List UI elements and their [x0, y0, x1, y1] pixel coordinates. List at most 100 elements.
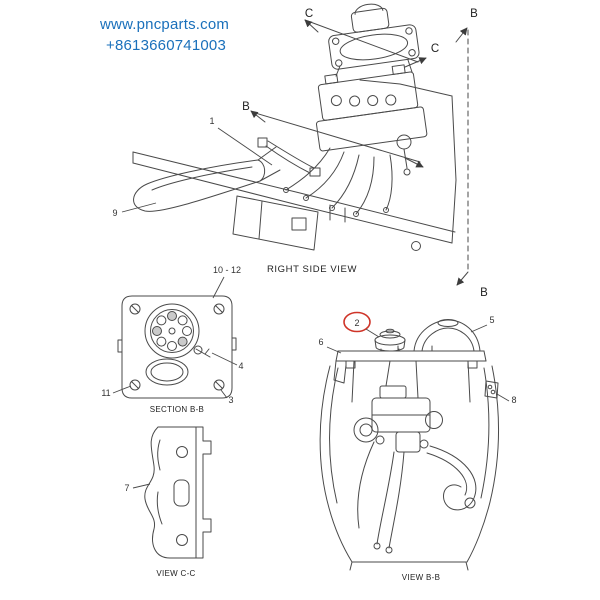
callout-item-2: 2 [354, 318, 359, 328]
callout-item-4: 4 [238, 361, 243, 371]
harness-wire-2 [267, 140, 315, 169]
mount-plate-outline [121, 295, 233, 399]
deck-hole [411, 241, 421, 251]
leader-item-6 [326, 346, 342, 354]
view-bb-hoses [357, 441, 477, 554]
view-arrow-b-bottom [456, 271, 469, 286]
leader-item-9 [121, 202, 157, 213]
main-view-label: RIGHT SIDE VIEW [267, 264, 357, 275]
deck-edge-line [132, 151, 456, 233]
leader-item-11 [112, 385, 132, 394]
callout-item-5: 5 [489, 315, 494, 325]
body-leg-left [349, 561, 353, 571]
leader-item-8 [496, 393, 510, 402]
frame-left [351, 360, 355, 403]
watermark-phone: +8613660741003 [106, 37, 227, 54]
watermark: www.pncparts.com +8613660741003 [100, 14, 229, 56]
body-leg-right [465, 561, 469, 571]
dome-outline [413, 319, 481, 352]
section-lines: C C B B B [242, 8, 488, 299]
plate-left-cap [335, 350, 339, 362]
boom-link-1 [257, 146, 277, 161]
gasket-ellipse-outer [145, 358, 189, 386]
callout-item-3: 3 [228, 395, 233, 405]
pump-assembly [353, 385, 443, 453]
boom-arm-endcap [257, 159, 266, 182]
view-arrow-b-top [455, 27, 468, 43]
leader-item-7 [132, 483, 151, 489]
plate-right-cap [483, 350, 487, 362]
boom-link-2 [259, 169, 281, 182]
panel-box [232, 195, 319, 251]
filler-cap [374, 328, 406, 352]
panel-detail [291, 217, 307, 231]
body-right-edge [451, 95, 457, 244]
body-right-inner [480, 367, 490, 499]
plate-bolt-left [345, 360, 356, 369]
hose-bundle [283, 147, 393, 217]
frame-strap-1 [385, 360, 391, 387]
marker-b-top-right: B [470, 8, 478, 20]
lever-detail [193, 345, 211, 358]
section-arrow-c-right [404, 57, 427, 68]
dome-cap [437, 319, 459, 327]
leader-item-5 [470, 324, 488, 333]
body-right-outer [466, 365, 500, 563]
leader-item-2 [365, 328, 380, 338]
view-cc-label: VIEW C-C [156, 569, 195, 578]
view-bb-callouts: 2 5 6 8 VIEW B-B [318, 311, 517, 582]
bracket-right-bolt-1 [487, 384, 493, 390]
section-arrow-b-right [404, 157, 424, 168]
section-arrow-b-left [250, 110, 266, 123]
callout-item-11: 11 [101, 388, 110, 398]
leader-item-3 [220, 389, 228, 399]
body-top-edge [359, 79, 453, 97]
section-line-bb [251, 111, 421, 163]
bracket-left [333, 360, 347, 384]
callout-item-1: 1 [209, 116, 214, 126]
flange-join-1 [335, 65, 341, 77]
view-cc-drawing [144, 426, 212, 559]
bracket-hole-bottom [176, 534, 188, 546]
bracket-outline [144, 426, 212, 559]
main-view-callouts: 1 9 RIGHT SIDE VIEW [112, 116, 357, 275]
bolt-ring [152, 311, 192, 351]
callout-item-8: 8 [511, 395, 516, 405]
marker-c-top: C [305, 8, 313, 20]
frame-strap-2 [415, 360, 419, 399]
flange-circle-outer [144, 303, 200, 359]
callout-item-6: 6 [318, 337, 323, 347]
bracket-hole-top [176, 446, 188, 458]
leader-range-10-12 [212, 276, 225, 299]
plate-bolt-right [467, 360, 478, 369]
panel-divider [258, 200, 263, 240]
section-bb-drawing [117, 295, 237, 399]
harness-connector-1 [257, 137, 268, 148]
main-view-drawing [132, 3, 457, 251]
right-fitting [396, 134, 412, 150]
body-left-outer [319, 365, 353, 563]
dome-inner [421, 327, 475, 352]
callout-range-10-12: 10 - 12 [213, 265, 241, 275]
section-bb-callouts: 10 - 12 11 4 3 SECTION B-B [101, 265, 243, 414]
callout-item-7: 7 [124, 483, 129, 493]
watermark-url: www.pncparts.com [100, 16, 230, 33]
view-cc-callouts: 7 VIEW C-C [124, 483, 195, 578]
deck-lower-line [132, 162, 453, 244]
marker-b-bottom-right: B [480, 287, 488, 299]
top-flange-unit [328, 3, 420, 70]
highlight-circle-item-2 [343, 311, 371, 333]
plate-tab-right [231, 337, 237, 351]
view-bb-drawing [319, 319, 500, 571]
leader-item-1 [217, 127, 273, 166]
bracket-contour-2 [156, 491, 163, 525]
gasket-ellipse-inner [150, 362, 184, 382]
marker-c-right: C [431, 43, 439, 55]
boom-arm-inner [151, 166, 253, 191]
corner-bolts [129, 303, 225, 391]
plate-tab-left [117, 339, 123, 353]
view-bb-label: VIEW B-B [402, 573, 440, 582]
harness-connector-2 [309, 167, 321, 177]
